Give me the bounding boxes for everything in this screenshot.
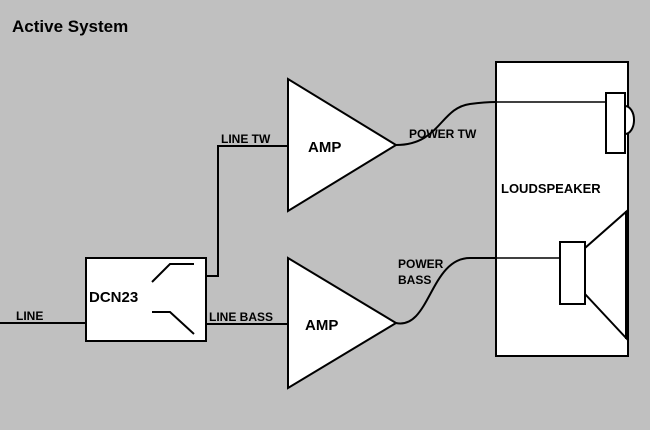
label-dcn23: DCN23 bbox=[89, 289, 139, 306]
label-loudspeaker: LOUDSPEAKER bbox=[501, 181, 601, 196]
label-line-tw: LINE TW bbox=[221, 132, 271, 146]
label-line-bass: LINE BASS bbox=[209, 310, 274, 324]
power-tw-wire bbox=[395, 101, 497, 146]
crossover-low-branch bbox=[152, 311, 195, 335]
label-amp-bottom: AMP bbox=[305, 317, 339, 334]
label-line: LINE bbox=[16, 309, 44, 323]
label-power-tw: POWER TW bbox=[409, 127, 477, 141]
label-amp-top: AMP bbox=[308, 139, 342, 156]
label-power-bass: POWER BASS bbox=[398, 257, 444, 287]
power-bass-wire bbox=[395, 256, 496, 325]
amp-bottom-triangle bbox=[287, 256, 398, 390]
crossover-high-branch bbox=[151, 263, 194, 283]
diagram-title: Active System bbox=[12, 17, 129, 36]
tweeter-dome bbox=[624, 105, 635, 135]
amp-top-triangle bbox=[287, 77, 398, 213]
woofer-magnet bbox=[559, 241, 586, 305]
line-tw-wire bbox=[206, 145, 288, 277]
tweeter-body bbox=[605, 92, 626, 154]
